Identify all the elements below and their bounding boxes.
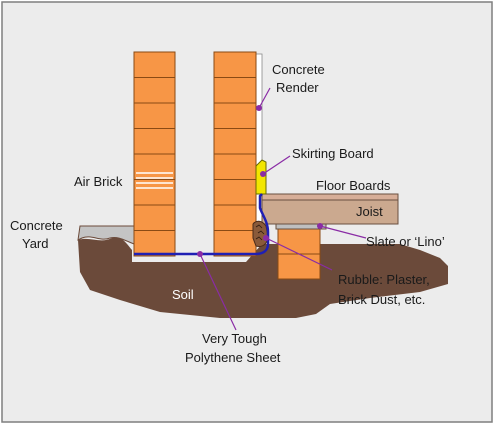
brick [133, 102, 176, 129]
rubble-texture [255, 224, 265, 241]
brick [213, 102, 257, 129]
skirting-board [255, 159, 267, 195]
brick [213, 230, 257, 257]
concrete-yard-label-line1: Concrete [10, 218, 63, 233]
brick [213, 128, 257, 155]
soil [78, 237, 448, 318]
brick [133, 204, 176, 231]
concrete-render-label-line2: Render [276, 80, 319, 95]
rubble-label-line1: Rubble: Plaster, [338, 272, 430, 287]
air-brick-vents [136, 172, 173, 189]
concrete-yard-label-line2: Yard [22, 236, 49, 251]
soil-label: Soil [172, 287, 194, 302]
polythene-sheet [134, 193, 270, 256]
concrete-yard [77, 225, 135, 245]
brick [133, 153, 176, 180]
brick [213, 153, 257, 180]
polythene-label: Very Tough Polythene Sheet [185, 331, 281, 365]
brick [213, 51, 257, 78]
brick [213, 204, 257, 231]
concrete-render-label-line1: Concrete [272, 62, 325, 77]
slate-layer [275, 223, 327, 230]
leader-lines [199, 87, 367, 331]
floor-boards [261, 193, 399, 201]
polythene-label-line1: Very Tough [202, 331, 267, 346]
rubble-label: Rubble: Plaster, Brick Dust, etc. [338, 272, 433, 307]
brick [133, 51, 176, 78]
concrete-yard-label: Concrete Yard [10, 218, 66, 251]
slate-lino-label: Slate or ‘Lino’ [366, 234, 445, 249]
brick [277, 228, 321, 255]
left-brick-wall [133, 51, 176, 257]
air-brick-label: Air Brick [74, 174, 123, 189]
joist-label: Joist [356, 204, 383, 219]
joist [261, 199, 399, 225]
skirting-board-label: Skirting Board [292, 146, 374, 161]
brick [213, 179, 257, 206]
brick [133, 77, 176, 104]
floor-boards-label: Floor Boards [316, 178, 391, 193]
brick [277, 253, 321, 280]
polythene-label-line2: Polythene Sheet [185, 350, 281, 365]
concrete-render-label: Concrete Render [272, 62, 328, 95]
leader-dots [197, 105, 323, 257]
concrete-render [255, 53, 263, 245]
brick [213, 77, 257, 104]
sleeper-wall-pier [277, 228, 321, 280]
brick [133, 128, 176, 155]
right-brick-wall [213, 51, 257, 257]
rubble-label-line2: Brick Dust, etc. [338, 292, 425, 307]
brick [133, 230, 176, 257]
